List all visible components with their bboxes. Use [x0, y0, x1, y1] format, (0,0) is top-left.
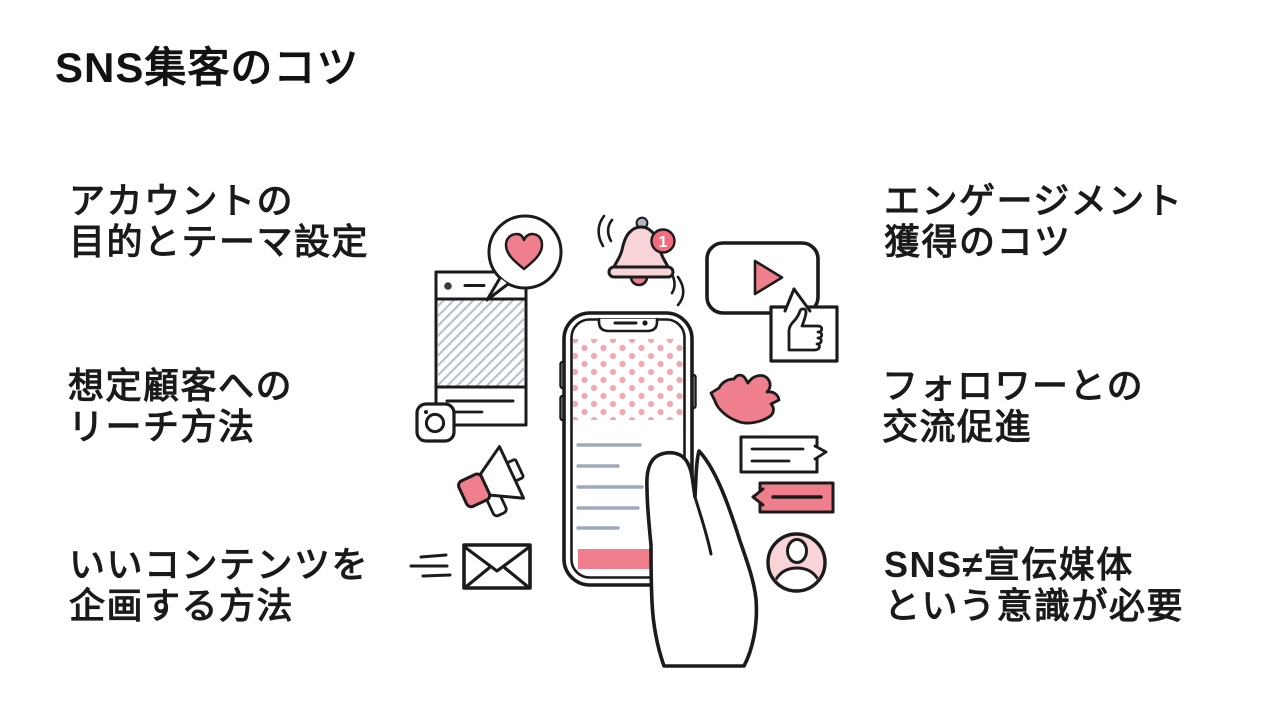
hand-holding-phone	[645, 449, 759, 668]
slide-title: SNS集客のコツ	[55, 44, 360, 91]
envelope-icon	[409, 543, 532, 590]
text-line-placeholders	[576, 443, 644, 530]
megaphone-icon	[457, 445, 526, 518]
notification-badge: 1	[650, 228, 676, 254]
point-account-purpose: アカウントの 目的とテーマ設定	[69, 180, 370, 262]
cta-button-placeholder	[578, 549, 665, 569]
point-follower-interaction: フォロワーとの 交流促進	[882, 365, 1145, 447]
camera-icon	[415, 402, 456, 443]
point-sns-mindset: SNS≠宣伝媒体 という意識が必要	[884, 544, 1185, 626]
chat-bubble-filled-icon	[751, 481, 835, 514]
heart-speech-bubble-icon	[485, 214, 563, 302]
chat-bubble-outline-icon	[739, 435, 828, 474]
browser-post-window-icon	[434, 270, 528, 427]
point-customer-reach: 想定顧客への リーチ方法	[68, 365, 294, 447]
thumbs-up-bubble-icon	[769, 287, 839, 363]
photo-grid-placeholder	[573, 339, 684, 420]
point-engagement: エンゲージメント 獲得のコツ	[884, 180, 1184, 262]
notification-badge-count: 1	[659, 234, 668, 251]
point-content-planning: いいコンテンツを 企画する方法	[69, 544, 370, 626]
user-avatar-icon	[766, 532, 827, 593]
notification-bell-icon: 1	[597, 214, 685, 307]
bird-icon	[709, 373, 781, 425]
